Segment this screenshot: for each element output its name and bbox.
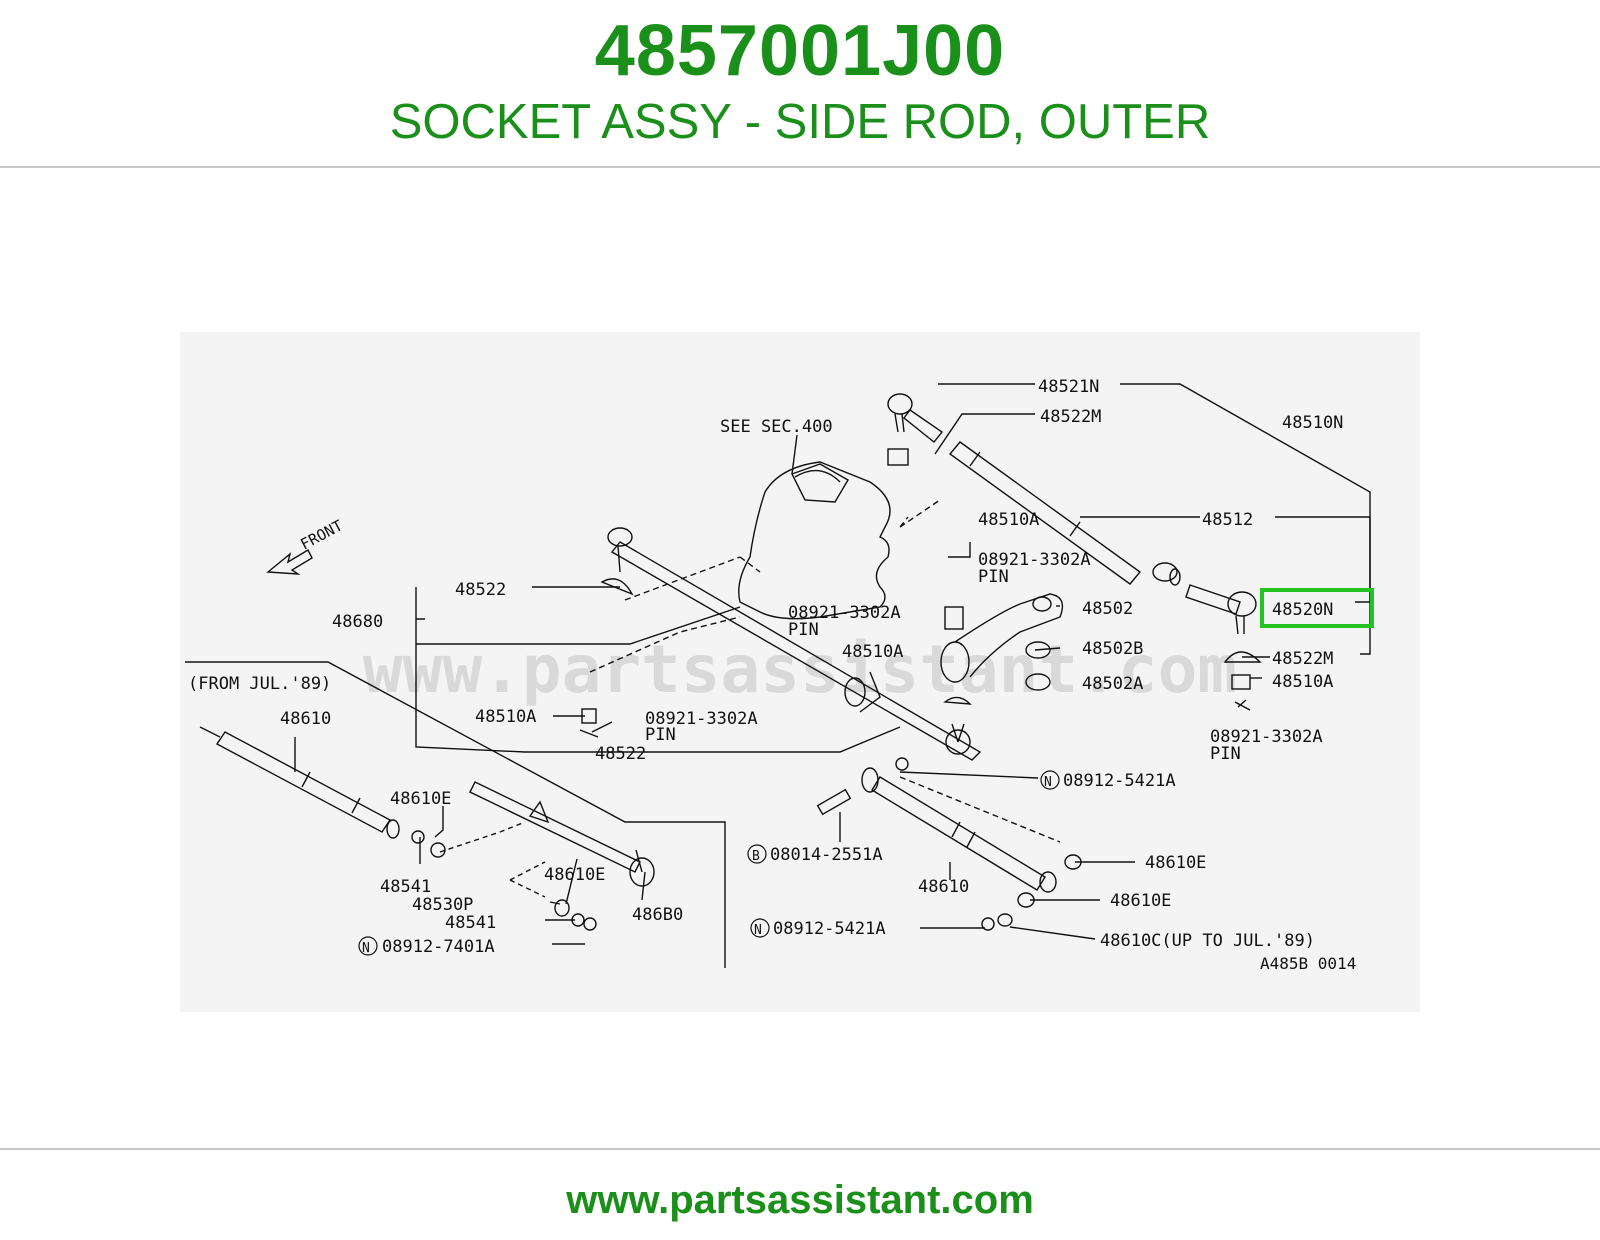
- footer-divider: [0, 1148, 1600, 1150]
- steering-damper: [871, 776, 1046, 891]
- label-48680: 48680: [332, 612, 383, 632]
- label-48502A: 48502A: [1082, 674, 1143, 694]
- label-48610: 48610: [280, 709, 331, 729]
- n-mark-letter: N: [362, 941, 370, 956]
- reference-code: A485B 0014: [1260, 954, 1356, 973]
- label-48610E: 48610E: [1110, 891, 1171, 911]
- steering-box: [738, 461, 891, 620]
- part-number: 4857001J00: [594, 11, 1006, 91]
- steering-box-flange: [791, 463, 849, 503]
- n-mark: [358, 936, 378, 956]
- front-label: FRONT: [297, 516, 345, 553]
- label-pin: PIN: [978, 567, 1009, 587]
- front-arrow-icon: [266, 549, 313, 575]
- label-48522M: 48522M: [1272, 649, 1333, 669]
- label-48610: 48610: [918, 877, 969, 897]
- label-48610E: 48610E: [1145, 853, 1206, 873]
- steering-damper-2: [215, 731, 392, 833]
- label-48530P: 48530P: [412, 895, 473, 915]
- label-pin: PIN: [788, 620, 819, 640]
- label-48610C: 48610C(UP TO JUL.'89): [1100, 931, 1315, 951]
- pitman-arm: [954, 593, 1064, 678]
- label-48522: 48522: [595, 744, 646, 764]
- label-48520N[interactable]: 48520N: [1272, 600, 1333, 620]
- label-08912-7401A: 08912-7401A: [382, 937, 495, 957]
- label-48510A: 48510A: [842, 642, 903, 662]
- label-pin: PIN: [1210, 744, 1241, 764]
- line-art: [185, 383, 1371, 968]
- n-mark: [750, 918, 770, 938]
- from-note: (FROM JUL.'89): [188, 674, 331, 694]
- label-48510A: 48510A: [1272, 672, 1333, 692]
- label-48522: 48522: [455, 580, 506, 600]
- label-08921-3302A: 08921-3302A: [978, 550, 1091, 570]
- see-section-label: SEE SEC.400: [720, 417, 833, 437]
- tie-rod-end-outer: [1185, 584, 1241, 615]
- label-486B0: 486B0: [632, 905, 683, 925]
- highlight-box[interactable]: [1260, 588, 1374, 628]
- n-mark-letter: N: [754, 923, 762, 938]
- footer-url[interactable]: www.partsassistant.com: [566, 1178, 1034, 1222]
- b-mark: [747, 844, 767, 864]
- label-48502B: 48502B: [1082, 639, 1143, 659]
- label-08921-3302A: 08921-3302A: [645, 709, 758, 729]
- label-48541: 48541: [380, 877, 431, 897]
- label-48510A: 48510A: [978, 510, 1039, 530]
- label-08014-2551A: 08014-2551A: [770, 845, 883, 865]
- b-mark-letter: B: [752, 849, 760, 864]
- label-08921-3302A: 08921-3302A: [788, 603, 901, 623]
- tie-rod-end-inner: [887, 393, 913, 415]
- label-48502: 48502: [1082, 599, 1133, 619]
- center-link: [610, 541, 982, 761]
- label-48521N: 48521N: [1038, 377, 1099, 397]
- label-48512: 48512: [1202, 510, 1253, 530]
- parts-diagram: www.partsassistant.com: [180, 332, 1420, 1012]
- n-mark-letter: N: [1044, 775, 1052, 790]
- part-name: SOCKET ASSY - SIDE ROD, OUTER: [389, 95, 1211, 149]
- label-48610E: 48610E: [390, 789, 451, 809]
- label-48522M: 48522M: [1040, 407, 1101, 427]
- label-48510N: 48510N: [1282, 413, 1343, 433]
- label-08912-5421A: 08912-5421A: [1063, 771, 1176, 791]
- diagram-svg: www.partsassistant.com: [185, 377, 1374, 973]
- label-08921-3302A: 08921-3302A: [1210, 727, 1323, 747]
- label-pin: PIN: [645, 725, 676, 745]
- header-divider: [0, 166, 1600, 168]
- label-48510A: 48510A: [475, 707, 536, 727]
- label-08912-5421A: 08912-5421A: [773, 919, 886, 939]
- label-48541: 48541: [445, 913, 496, 933]
- n-mark: [1040, 770, 1060, 790]
- side-rod-upper: [948, 441, 1142, 585]
- label-48610E: 48610E: [544, 865, 605, 885]
